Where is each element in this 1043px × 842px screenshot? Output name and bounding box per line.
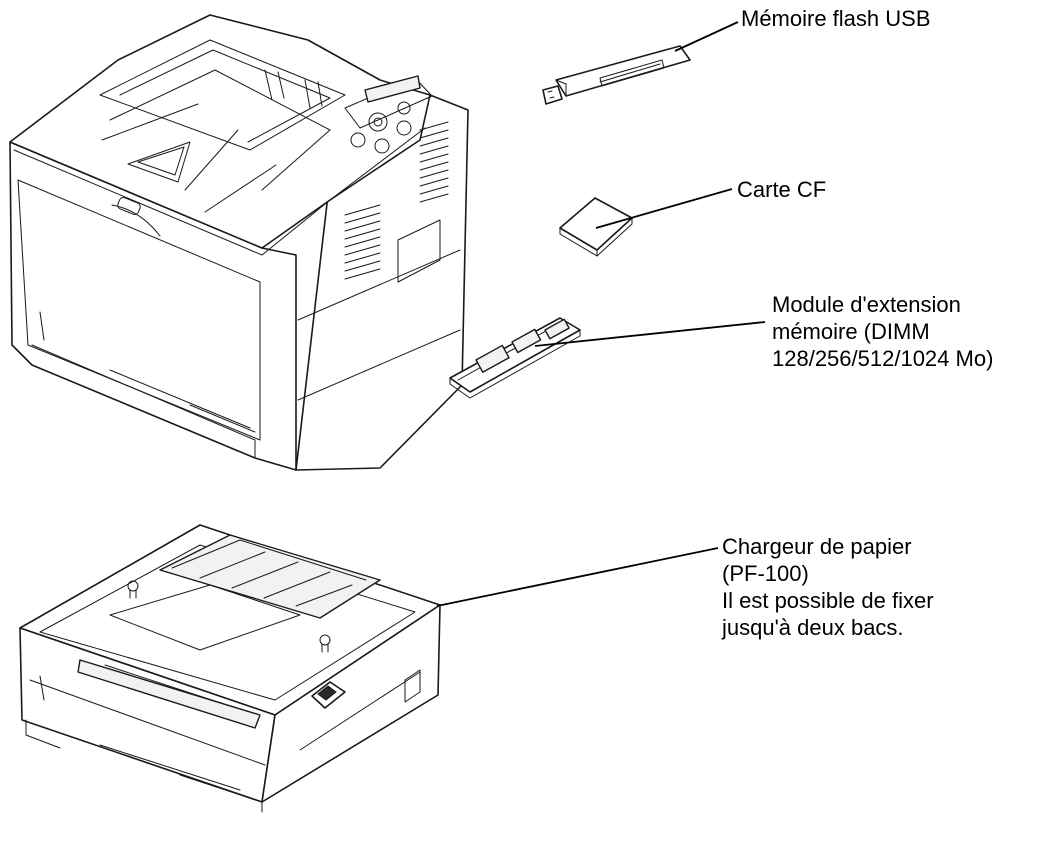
cf-leader-line (595, 188, 733, 229)
paper-feeder-label: Chargeur de papier (PF-100) Il est possi… (722, 533, 934, 641)
usb-flash-label: Mémoire flash USB (741, 6, 931, 31)
feeder-label-line-4: jusqu'à deux bacs. (722, 615, 904, 640)
memory-label-line-2: mémoire (DIMM (772, 319, 930, 344)
paper-feeder-illustration (19, 524, 441, 813)
feeder-label-line-1: Chargeur de papier (722, 534, 912, 559)
feeder-leader-line (436, 547, 719, 607)
usb-flash-illustration (542, 45, 691, 105)
cf-card-illustration (559, 197, 633, 257)
dimm-module-illustration (449, 317, 581, 399)
memory-label-line-1: Module d'extension (772, 292, 961, 317)
memory-module-label: Module d'extension mémoire (DIMM 128/256… (772, 291, 993, 372)
memory-leader-line (534, 321, 766, 347)
usb-leader-line (674, 21, 739, 52)
memory-label-line-3: 128/256/512/1024 Mo) (772, 346, 994, 371)
feeder-label-line-3: Il est possible de fixer (722, 588, 934, 613)
feeder-label-line-2: (PF-100) (722, 561, 809, 586)
printer-illustration (9, 14, 469, 471)
cf-card-label: Carte CF (737, 177, 827, 202)
